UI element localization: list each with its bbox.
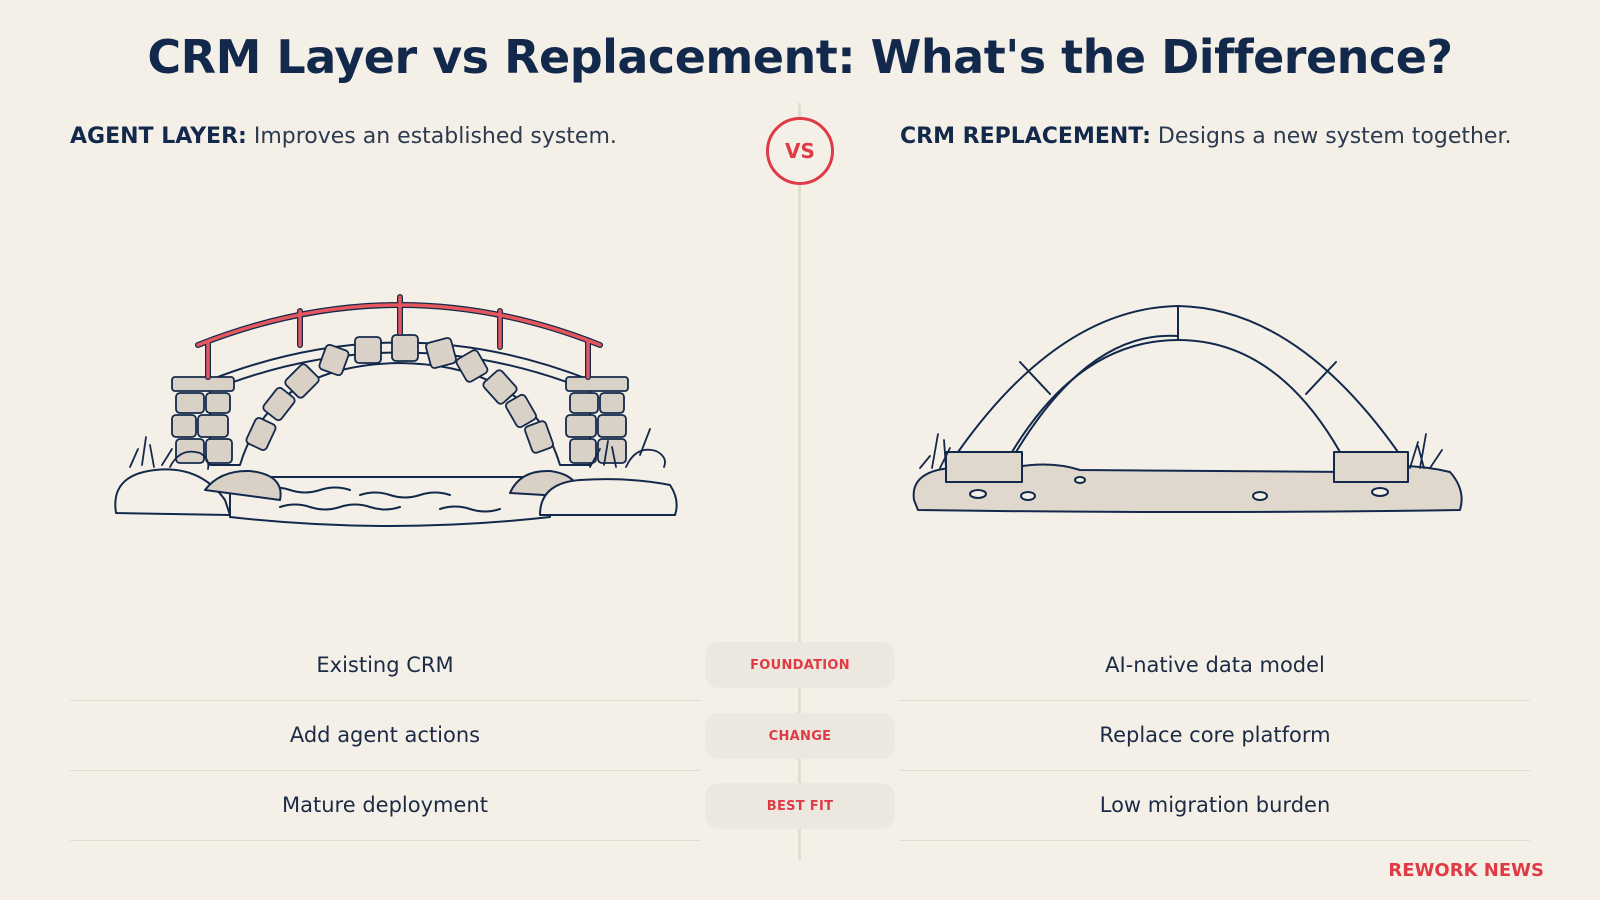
agent-layer-change: Add agent actions	[70, 700, 700, 771]
agent-layer-heading: AGENT LAYER: Improves an established sys…	[70, 124, 617, 149]
modern-bridge-illustration	[912, 305, 1463, 513]
crm-replacement-best-fit: Low migration burden	[900, 770, 1530, 841]
criterion-best-fit-pill: BEST FIT	[705, 783, 895, 829]
crm-replacement-keyword: CRM REPLACEMENT:	[900, 124, 1151, 149]
criterion-foundation-pill: FOUNDATION	[705, 642, 895, 688]
agent-layer-description: Improves an established system.	[253, 124, 617, 149]
crm-replacement-change: Replace core platform	[900, 700, 1530, 771]
crm-replacement-foundation: AI-native data model	[900, 630, 1530, 701]
agent-layer-foundation: Existing CRM	[70, 630, 700, 701]
page-title: CRM Layer vs Replacement: What's the Dif…	[147, 30, 1453, 84]
brand-logo-text: REWORK NEWS	[1388, 860, 1544, 881]
agent-layer-keyword: AGENT LAYER:	[70, 124, 247, 149]
center-divider	[798, 103, 801, 860]
criterion-change-pill: CHANGE	[705, 713, 895, 759]
agent-layer-best-fit: Mature deployment	[70, 770, 700, 841]
crm-replacement-description: Designs a new system together.	[1157, 124, 1512, 149]
crm-replacement-heading: CRM REPLACEMENT: Designs a new system to…	[900, 124, 1511, 149]
stone-bridge-illustration	[114, 294, 678, 527]
vs-badge: VS	[766, 117, 834, 185]
